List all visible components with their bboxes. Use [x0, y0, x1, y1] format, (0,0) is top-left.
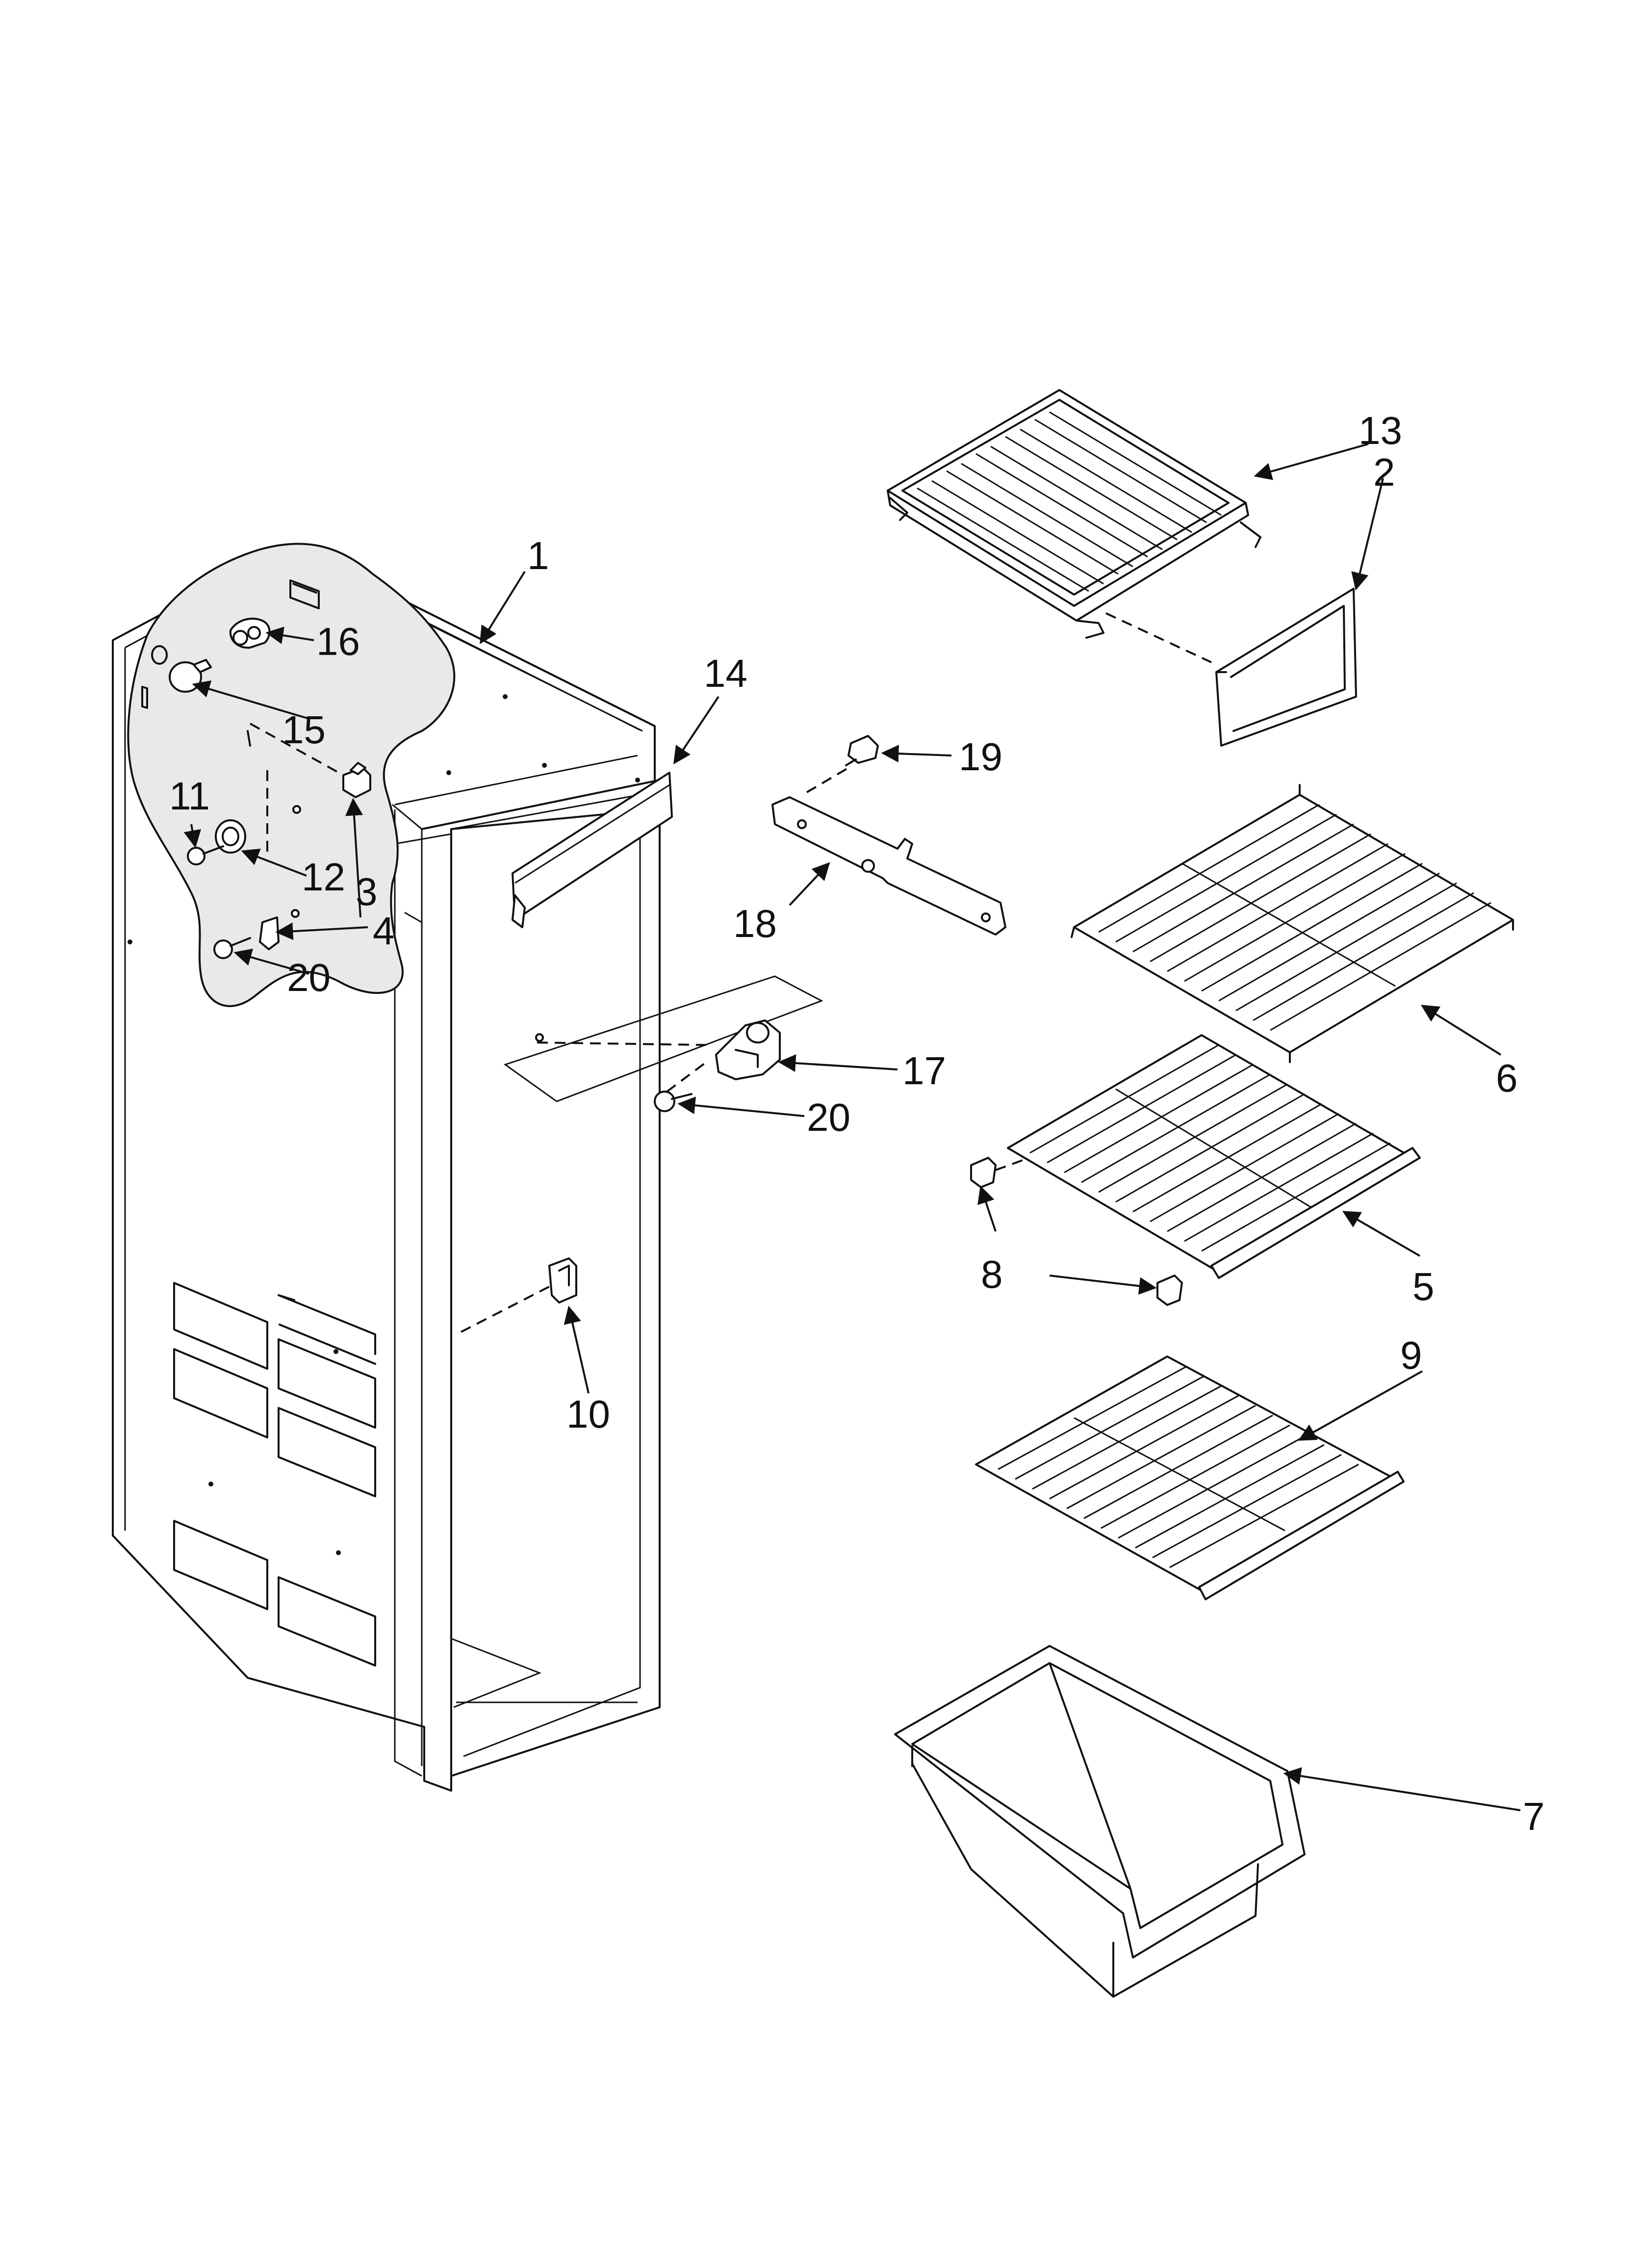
part-14-deflector	[512, 772, 673, 928]
callout-20-upper: 20	[287, 956, 331, 999]
callout-4: 4	[373, 909, 395, 953]
part-16-clip	[229, 618, 271, 649]
callout-18: 18	[733, 902, 777, 945]
callout-3: 3	[356, 870, 378, 913]
callout-10: 10	[566, 1392, 610, 1436]
callout-12: 12	[302, 855, 345, 899]
part-17-light-socket	[715, 1019, 781, 1080]
callout-17: 17	[902, 1049, 946, 1093]
part-12-socket	[215, 819, 246, 854]
part-10-switch	[548, 1257, 577, 1303]
part-8-roller-lower	[1156, 1275, 1183, 1306]
part-8-roller-upper	[970, 1157, 997, 1188]
callout-14: 14	[704, 652, 747, 695]
part-9-wire-shelf	[975, 1356, 1405, 1600]
callout-8: 8	[981, 1252, 1003, 1296]
callout-16: 16	[316, 620, 360, 663]
part-4-bracket	[259, 909, 300, 950]
part-3-switch	[342, 762, 371, 798]
part-5-wire-shelf	[1007, 1034, 1421, 1279]
part-18-rail	[771, 796, 1006, 936]
liner-vent-panels	[173, 1282, 376, 1667]
part-6-wire-shelf	[1071, 784, 1514, 1063]
callout-7: 7	[1523, 1795, 1545, 1838]
tray-ribs	[917, 411, 1222, 592]
callout-labels: 1 2 3 4 5 6 7 8 9 10 11 12 13 14 15 16 1…	[169, 409, 1545, 1838]
callout-19: 19	[959, 735, 1002, 779]
assembly-line-19	[806, 767, 849, 793]
callout-5: 5	[1412, 1265, 1435, 1308]
freezer-liner	[112, 544, 661, 1792]
wire-stub	[247, 730, 251, 747]
callout-1: 1	[527, 534, 549, 577]
assembly-line-8	[995, 1159, 1023, 1171]
part-20-screw-upper	[213, 937, 251, 959]
callout-2: 2	[1373, 450, 1395, 494]
part-13-tray-shelf	[887, 389, 1261, 639]
part-20-screw-lower	[654, 1091, 693, 1112]
assembly-lines-bubble	[250, 723, 344, 854]
assembly-line-17	[537, 1042, 707, 1046]
assembly-line-20	[666, 1061, 707, 1093]
part-2-bin-front	[1215, 588, 1357, 747]
assembly-line-2	[1105, 612, 1212, 663]
light-housing-plate	[503, 975, 823, 1102]
assembly-line-10	[461, 1284, 552, 1333]
mount-hole	[292, 805, 301, 814]
callout-20-lower: 20	[807, 1095, 850, 1139]
leader-lines	[183, 443, 1521, 1811]
callout-13: 13	[1359, 409, 1402, 452]
callout-15: 15	[282, 708, 326, 752]
cutaway-detail	[127, 543, 456, 1007]
part-7-bin	[894, 1645, 1306, 1998]
part-19-screw	[845, 735, 879, 766]
liner-holes	[128, 694, 640, 1555]
callout-11: 11	[169, 774, 210, 818]
callout-9: 9	[1400, 1333, 1422, 1377]
callout-6: 6	[1496, 1056, 1518, 1100]
